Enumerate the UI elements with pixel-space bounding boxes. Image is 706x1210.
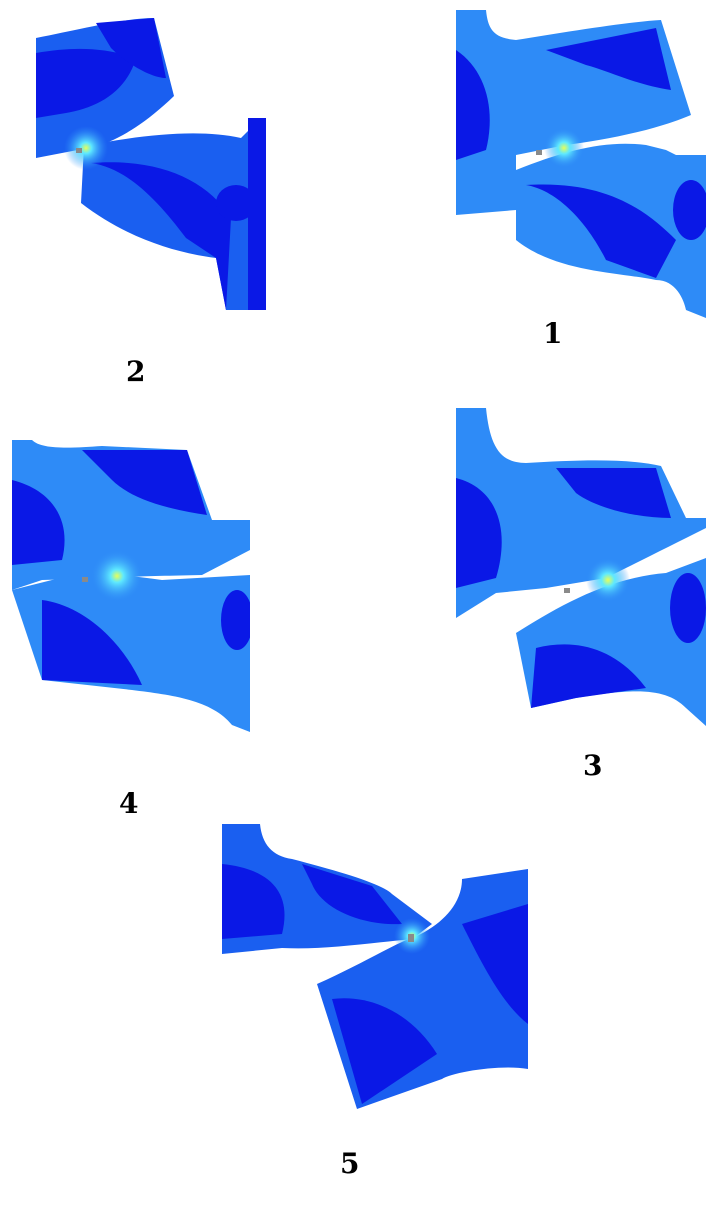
gear-contact-figure-2 [36, 18, 266, 310]
stress-plot-1 [456, 10, 706, 318]
gear-contact-figure-5 [222, 824, 528, 1110]
panel-label-2: 2 [126, 358, 145, 386]
stress-plot-4 [12, 440, 250, 732]
contact-hotspot-3 [586, 558, 630, 602]
panel-label-1: 1 [543, 320, 562, 348]
stress-plot-2 [36, 18, 266, 310]
contact-hotspot-4 [91, 550, 143, 602]
stress-plot-3 [456, 408, 706, 726]
gear-contact-figure-1 [456, 10, 706, 318]
panel-label-4: 4 [119, 790, 138, 818]
panel-label-3: 3 [583, 752, 602, 780]
panel-label-5: 5 [340, 1150, 359, 1178]
stress-plot-5 [222, 824, 528, 1110]
gear-contact-figure-3 [456, 408, 706, 726]
contact-hotspot-2 [64, 126, 108, 170]
contact-hotspot-1 [544, 128, 584, 168]
gear-contact-figure-4 [12, 440, 250, 732]
